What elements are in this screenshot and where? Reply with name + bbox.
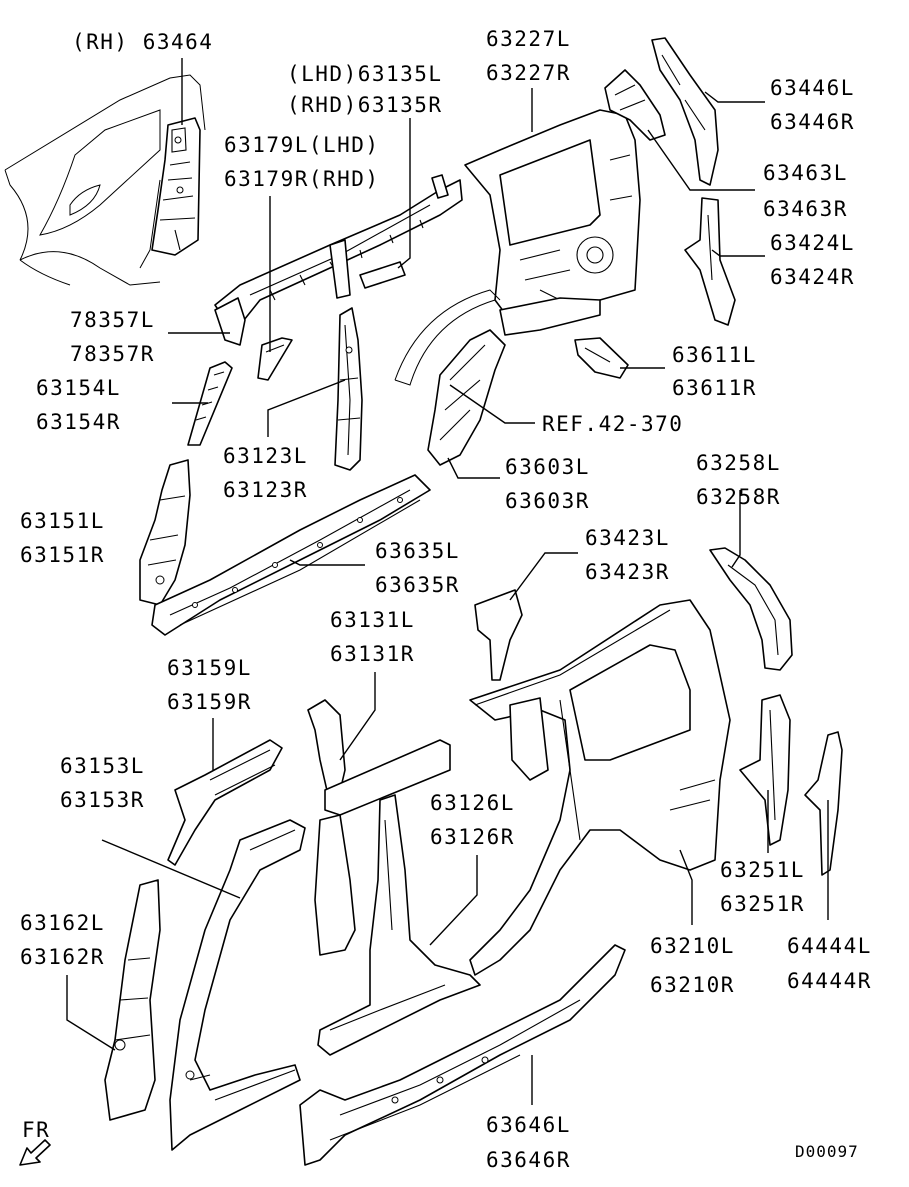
label-63227r: 63227R: [486, 61, 571, 85]
label-63603r: 63603R: [505, 489, 590, 513]
label-63258l: 63258L: [696, 451, 781, 475]
vehicle-outline-sketch: [4, 74, 206, 286]
label-63135-lhd: (LHD)63135L: [287, 62, 443, 86]
label-63227l: 63227L: [486, 27, 571, 51]
part-63258: [709, 547, 793, 671]
label-63603l: 63603L: [505, 455, 590, 479]
ref-wheelhouse: [394, 289, 501, 386]
part-63153: [169, 819, 306, 1151]
part-63464: [151, 117, 201, 256]
label-63210r: 63210R: [650, 973, 735, 997]
label-63159l: 63159L: [167, 656, 252, 680]
part-63154: [187, 361, 233, 446]
label-64444l: 64444L: [787, 934, 872, 958]
part-63162: [104, 879, 161, 1121]
label-63151l: 63151L: [20, 509, 105, 533]
label-63251r: 63251R: [720, 892, 805, 916]
label-63446r: 63446R: [770, 110, 855, 134]
label-63162r: 63162R: [20, 945, 105, 969]
label-63126l: 63126L: [430, 791, 515, 815]
part-64444: [804, 731, 843, 876]
label-63153r: 63153R: [60, 788, 145, 812]
label-63126r: 63126R: [430, 825, 515, 849]
part-63126: [314, 739, 481, 1056]
label-63611r: 63611R: [672, 376, 757, 400]
label-63131r: 63131R: [330, 642, 415, 666]
part-63151: [139, 459, 191, 606]
label-78357r: 78357R: [70, 342, 155, 366]
label-63135-rhd: (RHD)63135R: [287, 93, 443, 117]
label-63210l: 63210L: [650, 934, 735, 958]
label-63258r: 63258R: [696, 485, 781, 509]
part-63424: [684, 197, 736, 326]
label-63446l: 63446L: [770, 76, 855, 100]
label-63423r: 63423R: [585, 560, 670, 584]
label-63424r: 63424R: [770, 265, 855, 289]
label-63635r: 63635R: [375, 573, 460, 597]
label-78357l: 78357L: [70, 308, 155, 332]
part-63251: [739, 694, 791, 846]
part-63227: [464, 109, 641, 336]
part-63123: [334, 307, 363, 471]
part-63611: [574, 337, 629, 379]
part-63635: [151, 474, 431, 636]
label-63424l: 63424L: [770, 231, 855, 255]
part-63210: [469, 599, 731, 976]
part-63463: [604, 69, 666, 141]
label-63179-rhd: 63179R(RHD): [224, 167, 380, 191]
label-fr: FR: [22, 1118, 50, 1142]
label-63646l: 63646L: [486, 1113, 571, 1137]
label-63154l: 63154L: [36, 376, 121, 400]
part-63179: [257, 337, 293, 381]
label-63162l: 63162L: [20, 911, 105, 935]
label-63635l: 63635L: [375, 539, 460, 563]
label-63423l: 63423L: [585, 526, 670, 550]
front-direction-arrow-icon: [19, 1139, 51, 1166]
label-63179-lhd: 63179L(LHD): [224, 133, 380, 157]
label-63251l: 63251L: [720, 858, 805, 882]
label-63123r: 63123R: [223, 478, 308, 502]
label-63611l: 63611L: [672, 343, 757, 367]
label-63159r: 63159R: [167, 690, 252, 714]
part-63135: [214, 174, 463, 326]
part-63603: [427, 329, 506, 466]
label-63464: (RH) 63464: [72, 30, 213, 54]
label-63151r: 63151R: [20, 543, 105, 567]
label-64444r: 64444R: [787, 969, 872, 993]
part-78357: [214, 297, 246, 346]
label-63123l: 63123L: [223, 444, 308, 468]
label-63153l: 63153L: [60, 754, 145, 778]
part-63423: [474, 589, 523, 681]
label-ref-42-370: REF.42-370: [542, 412, 683, 436]
label-63463r: 63463R: [763, 197, 848, 221]
part-63446: [651, 37, 719, 186]
callout-labels: (RH) 63464 (LHD)63135L (RHD)63135R 63179…: [20, 27, 872, 1172]
leader-lines: [66, 58, 829, 1105]
footer-code: D00097: [795, 1142, 859, 1161]
label-63154r: 63154R: [36, 410, 121, 434]
label-63463l: 63463L: [763, 161, 848, 185]
part-63646: [299, 944, 626, 1166]
part-63159: [167, 739, 283, 866]
label-63646r: 63646R: [486, 1148, 571, 1172]
label-63131l: 63131L: [330, 608, 415, 632]
